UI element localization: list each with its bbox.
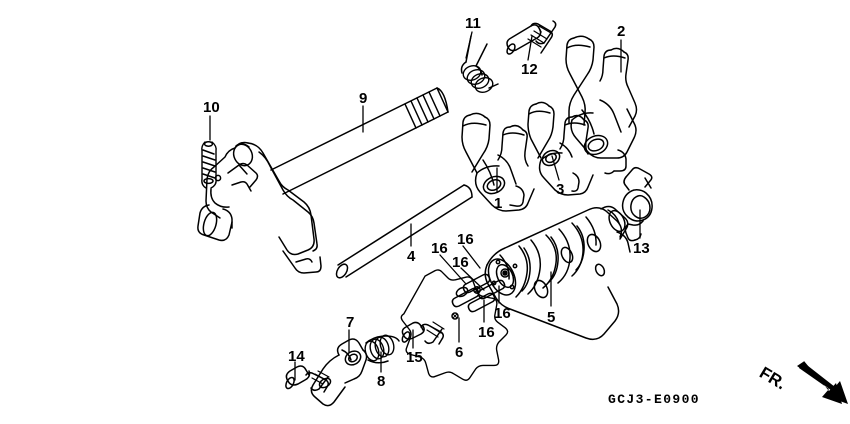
- leader-line-shift-drum-stopper-bolt: [527, 35, 533, 61]
- callout-shift-drum-stopper-bolt: 12: [521, 61, 538, 78]
- leader-line-gearshift-fork-center: [551, 155, 560, 181]
- callout-gearshift-fork-left: 1: [494, 195, 503, 212]
- gearshift-stopper-arm-art: [310, 338, 368, 407]
- callout-gearshift-drum-spring: 11: [465, 15, 481, 32]
- gearshift-spindle-art: [197, 87, 449, 274]
- callout-spindle-return-spring: 10: [203, 99, 220, 116]
- gearshift-fork-right-art: [565, 35, 638, 175]
- callout-gearshift-fork-right: 2: [617, 23, 626, 40]
- callout-drum-shift-pin: 16: [431, 240, 448, 257]
- callout-gearshift-stopper-arm: 7: [346, 314, 355, 331]
- callout-gearshift-drum: 5: [547, 309, 556, 326]
- callout-drum-shift-pin: 16: [457, 231, 474, 248]
- drum-stopper-plate-art: [400, 269, 509, 381]
- gearshift-drum-spring-art: [460, 35, 499, 94]
- leader-line-drum-shift-pin: [460, 267, 485, 291]
- callout-gearshift-spindle: 9: [359, 90, 368, 107]
- callout-drum-stopper-plate: 6: [455, 344, 464, 361]
- shift-drum-stopper-bolt-art: [506, 20, 557, 55]
- callout-gearshift-fork-center: 3: [556, 181, 565, 198]
- callout-gearshift-fork-shaft: 4: [407, 248, 416, 265]
- callout-drum-shift-pin: 16: [494, 305, 511, 322]
- leader-lines: [209, 31, 641, 381]
- leader-line-drum-shift-pin: [462, 245, 481, 269]
- leader-line-drum-shift-pin: [439, 254, 467, 285]
- shift-arm-clip-art: [621, 166, 653, 242]
- spindle-return-spring-art: [201, 141, 217, 189]
- diagram-part-number: GCJ3-E0900: [608, 392, 701, 407]
- gearshift-drum-art: [484, 205, 631, 341]
- stopper-arm-spring-art: [364, 334, 400, 364]
- callout-drum-shift-pin: 16: [452, 254, 469, 271]
- stopper-plate-bolt-art: [401, 321, 445, 345]
- stopper-arm-bolt-art: [285, 365, 330, 393]
- front-direction-arrow-icon: [797, 361, 848, 404]
- callout-shift-arm-clip: 13: [633, 240, 650, 257]
- callout-drum-shift-pin: 16: [478, 324, 495, 341]
- gearshift-fork-left-art: [461, 112, 535, 212]
- callout-stopper-arm-bolt: 14: [288, 348, 305, 365]
- gearshift-fork-shaft-art: [335, 184, 473, 279]
- callout-stopper-arm-spring: 8: [377, 373, 386, 390]
- callout-stopper-plate-bolt: 15: [406, 349, 423, 366]
- leader-line-gearshift-drum-spring: [465, 31, 473, 59]
